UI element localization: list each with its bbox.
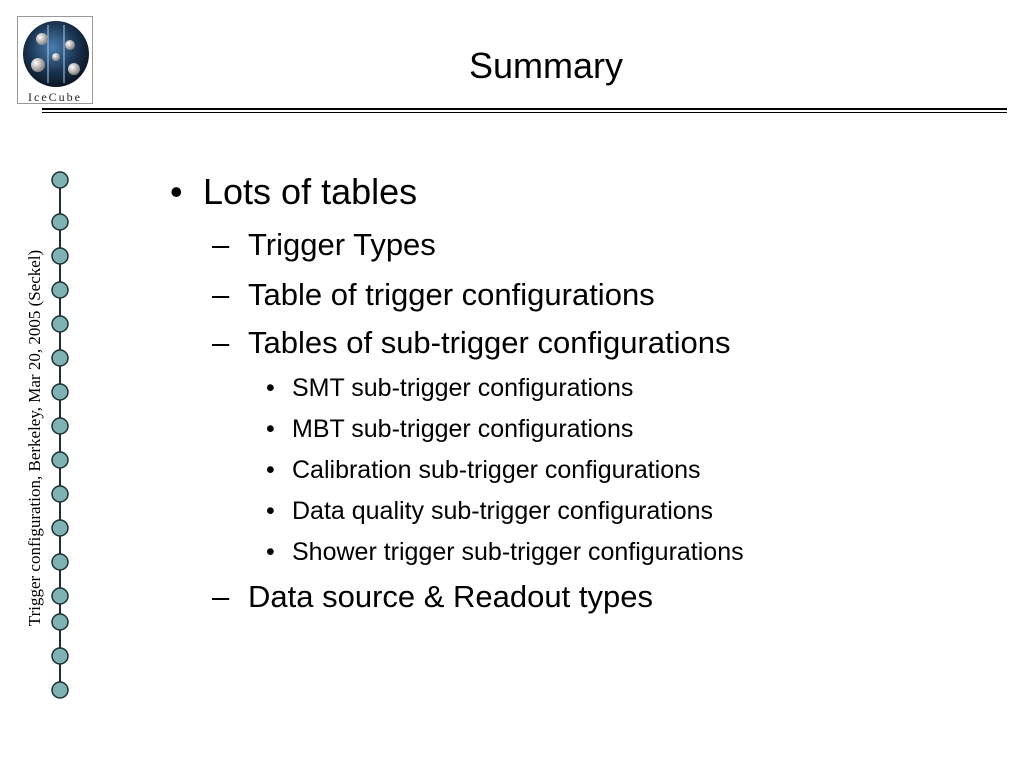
icecube-logo: IceCube <box>17 16 93 104</box>
bullet-text: Calibration sub-trigger configurations <box>292 456 701 484</box>
chain-bead <box>51 281 69 299</box>
bullet-marker: • <box>266 456 275 484</box>
bullet-marker: • <box>266 374 275 402</box>
chain-bead <box>51 681 69 699</box>
bullet-text: Lots of tables <box>203 171 418 212</box>
bead-chain <box>51 171 69 699</box>
chain-bead <box>51 315 69 333</box>
chain-bead <box>51 383 69 401</box>
chain-bead <box>51 613 69 631</box>
bullet-text: Tables of sub-trigger configurations <box>248 325 731 360</box>
chain-bead <box>51 417 69 435</box>
bullet-marker: • <box>170 171 183 212</box>
dash-marker: – <box>212 325 230 360</box>
bullet-marker: • <box>266 497 275 525</box>
chain-bead <box>51 587 69 605</box>
logo-wordmark: IceCube <box>28 90 82 104</box>
slide-title: Summary <box>468 45 624 86</box>
bullet-text: Data source & Readout types <box>248 579 653 614</box>
chain-bead <box>51 247 69 265</box>
bullet-text: SMT sub-trigger configurations <box>292 374 634 402</box>
bullet-marker: • <box>266 538 275 566</box>
title-rule-top <box>42 108 1007 110</box>
bullet-text: Trigger Types <box>248 227 436 262</box>
dash-marker: – <box>212 227 230 262</box>
chain-bead <box>51 553 69 571</box>
dash-marker: – <box>212 579 230 614</box>
chain-bead <box>51 349 69 367</box>
chain-bead <box>51 213 69 231</box>
chain-bead <box>51 451 69 469</box>
bullet-text: Table of trigger configurations <box>248 277 655 312</box>
chain-bead <box>51 171 69 189</box>
bullet-marker: • <box>266 415 275 443</box>
title-rule-bottom <box>42 112 1007 113</box>
logo-emblem <box>23 21 89 87</box>
dash-marker: – <box>212 277 230 312</box>
chain-bead <box>51 519 69 537</box>
side-caption: Trigger configuration, Berkeley, Mar 20,… <box>25 249 44 627</box>
chain-bead <box>51 647 69 665</box>
bullet-text: Data quality sub-trigger configurations <box>292 497 714 525</box>
bullet-text: Shower trigger sub-trigger configuration… <box>292 538 744 566</box>
chain-bead <box>51 485 69 503</box>
bullet-text: MBT sub-trigger configurations <box>292 415 634 443</box>
